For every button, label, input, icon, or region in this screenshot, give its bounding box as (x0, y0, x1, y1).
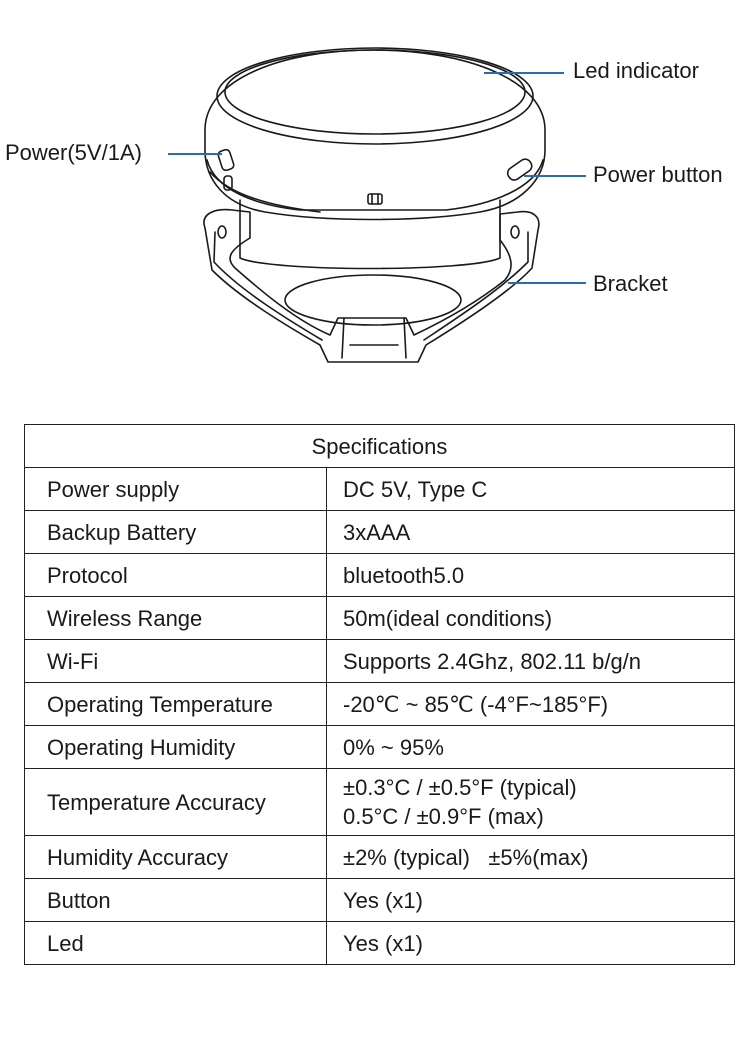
spec-value: 3xAAA (326, 510, 735, 554)
spec-value-line: ±0.3°C / ±0.5°F (typical) (343, 775, 577, 800)
power-button-label: Power button (593, 162, 723, 187)
usb-port (217, 148, 235, 172)
spec-label: Wireless Range (24, 596, 327, 640)
bracket-label: Bracket (593, 271, 668, 296)
spec-value: bluetooth5.0 (326, 553, 735, 597)
spec-label: Humidity Accuracy (24, 835, 327, 879)
spec-label: Wi-Fi (24, 639, 327, 683)
spec-value: Yes (x1) (326, 878, 735, 922)
spec-label: Operating Humidity (24, 725, 327, 769)
base-disc (284, 274, 462, 326)
table-header-row: Specifications (24, 424, 735, 468)
table-row: Button Yes (x1) (24, 878, 735, 922)
spec-value: 0% ~ 95% (326, 725, 735, 769)
device-illustration (168, 47, 586, 363)
table-row: Operating Temperature -20℃ ~ 85℃ (-4°F~1… (24, 682, 735, 726)
specifications-table: Specifications Power supply DC 5V, Type … (24, 424, 735, 965)
spec-value: 50m(ideal conditions) (326, 596, 735, 640)
spec-value: -20℃ ~ 85℃ (-4°F~185°F) (326, 682, 735, 726)
spec-value-line: 0.5°C / ±0.9°F (max) (343, 804, 544, 829)
spec-label: Temperature Accuracy (24, 768, 327, 836)
spec-value: ±0.3°C / ±0.5°F (typical) 0.5°C / ±0.9°F… (326, 768, 735, 836)
led-top-face (216, 47, 534, 145)
table-title: Specifications (24, 424, 735, 468)
table-row: Power supply DC 5V, Type C (24, 467, 735, 511)
spec-label: Led (24, 921, 327, 965)
spec-label: Operating Temperature (24, 682, 327, 726)
spec-label: Backup Battery (24, 510, 327, 554)
spec-value: Supports 2.4Ghz, 802.11 b/g/n (326, 639, 735, 683)
table-row: Protocol bluetooth5.0 (24, 553, 735, 597)
table-row: Operating Humidity 0% ~ 95% (24, 725, 735, 769)
led-indicator-label: Led indicator (573, 58, 699, 83)
spec-label: Button (24, 878, 327, 922)
table-row: Temperature Accuracy ±0.3°C / ±0.5°F (ty… (24, 768, 735, 836)
spec-value: ±2% (typical) ±5%(max) (326, 835, 735, 879)
table-row: Wireless Range 50m(ideal conditions) (24, 596, 735, 640)
bracket-shape (203, 208, 540, 363)
spec-value: Yes (x1) (326, 921, 735, 965)
spec-value: DC 5V, Type C (326, 467, 735, 511)
table-row: Humidity Accuracy ±2% (typical) ±5%(max) (24, 835, 735, 879)
power-button-shape (506, 158, 533, 181)
table-row: Wi-Fi Supports 2.4Ghz, 802.11 b/g/n (24, 639, 735, 683)
spec-label: Power supply (24, 467, 327, 511)
power-port-label: Power(5V/1A) (5, 140, 142, 165)
table-row: Led Yes (x1) (24, 921, 735, 965)
spec-label: Protocol (24, 553, 327, 597)
table-row: Backup Battery 3xAAA (24, 510, 735, 554)
device-diagram: Led indicator Power(5V/1A) Power button … (0, 0, 750, 390)
